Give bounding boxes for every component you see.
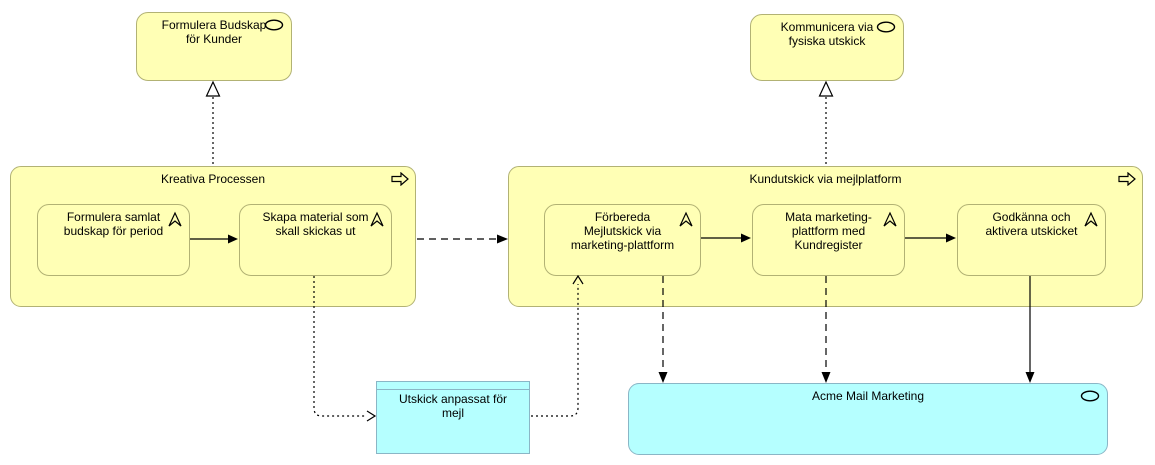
node-kreativa-processen[interactable]: Kreativa Processen Formulera samlat buds… (10, 166, 416, 307)
node-formulera-samlat-budskap[interactable]: Formulera samlat budskap för period (37, 204, 190, 276)
chevron-up-icon (1083, 210, 1099, 228)
node-label: Utskick anpassat för mejl (398, 392, 508, 420)
node-label: Kommunicera via fysiska utskick (780, 20, 874, 48)
connector-realization-kreativa-to-formulera-budskap[interactable] (205, 80, 221, 165)
process-arrow-icon (1118, 172, 1136, 186)
connector-realization-kundutskick-to-kommunicera[interactable] (818, 80, 834, 165)
node-mata-marketing-plattform[interactable]: Mata marketing- plattform med Kundregist… (752, 204, 905, 276)
chevron-up-icon (167, 210, 183, 228)
node-label: Kreativa Processen (160, 172, 266, 186)
node-acme-mail-marketing[interactable]: Acme Mail Marketing (628, 383, 1108, 455)
data-object-band (377, 382, 529, 390)
chevron-up-icon (369, 210, 385, 228)
node-skapa-material[interactable]: Skapa material som skall skickas ut (239, 204, 392, 276)
node-label: Godkänna och aktivera utskicket (985, 210, 1078, 238)
node-label: Kundutskick via mejlplatform (749, 172, 902, 186)
chevron-up-icon (678, 210, 694, 228)
node-forbereda-mejlutskick[interactable]: Förbereda Mejlutskick via marketing-plat… (544, 204, 701, 276)
service-oval-icon (876, 21, 896, 33)
node-utskick-anpassat-for-mejl[interactable]: Utskick anpassat för mejl (376, 381, 530, 454)
connector-flow-kreativa-to-kundutskick[interactable] (417, 234, 508, 244)
node-label: Mata marketing- plattform med Kundregist… (785, 210, 872, 252)
node-kundutskick-via-mejlplatform[interactable]: Kundutskick via mejlplatform Förbereda M… (508, 166, 1143, 307)
node-godkanna-aktivera[interactable]: Godkänna och aktivera utskicket (957, 204, 1106, 276)
node-label: Formulera Budskap för Kunder (161, 18, 267, 46)
node-label: Formulera samlat budskap för period (63, 210, 164, 238)
chevron-up-icon (882, 210, 898, 228)
node-label: Acme Mail Marketing (811, 389, 925, 403)
service-oval-icon (264, 19, 284, 31)
node-kommunicera-via-fysiska-utskick[interactable]: Kommunicera via fysiska utskick (750, 14, 904, 81)
service-oval-icon (1080, 390, 1100, 402)
node-label: Förbereda Mejlutskick via marketing-plat… (570, 210, 675, 252)
process-arrow-icon (391, 172, 409, 186)
node-label: Skapa material som skall skickas ut (262, 210, 369, 238)
node-formulera-budskap-for-kunder[interactable]: Formulera Budskap för Kunder (136, 12, 292, 81)
